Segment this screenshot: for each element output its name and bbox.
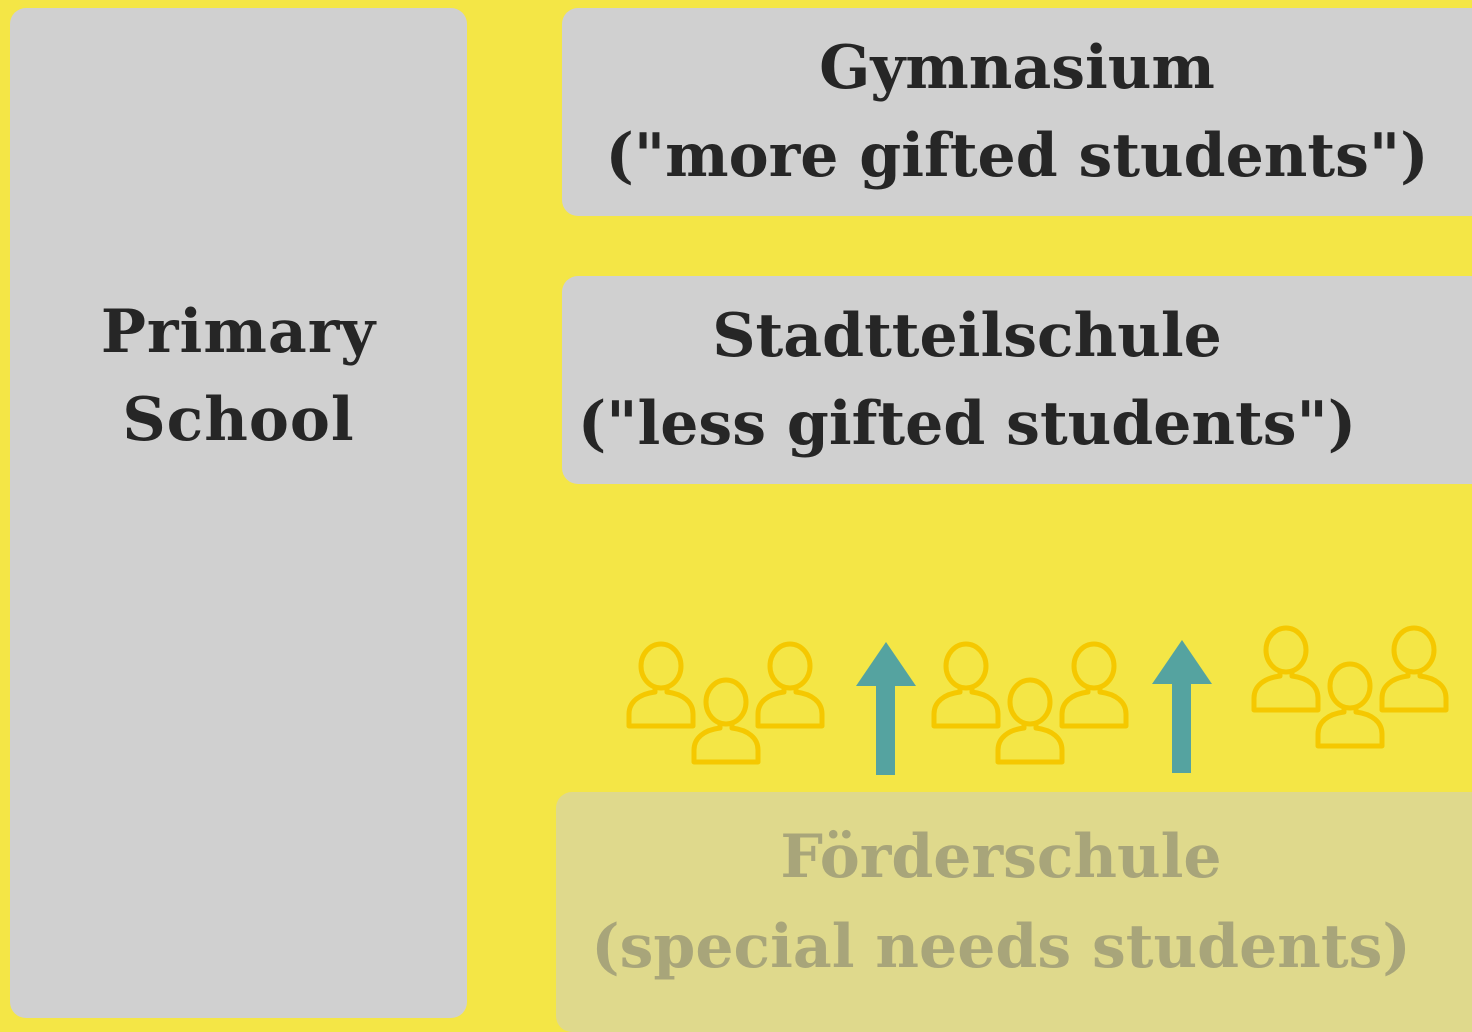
gymnasium-label: Gymnasium [819, 33, 1215, 103]
primary-school-label-line1: Primary [100, 297, 377, 367]
stadtteilschule-box: Stadtteilschule ("less gifted students") [562, 276, 1472, 484]
primary-school-box: Primary School [10, 8, 467, 1018]
stadtteilschule-label: Stadtteilschule [712, 301, 1222, 371]
foerderschule-box: Förderschule (special needs students) [556, 792, 1472, 1032]
foerderschule-label: Förderschule [780, 822, 1222, 892]
people-group-icon [629, 644, 822, 762]
primary-school-label-line2: School [122, 385, 355, 455]
foerderschule-description: (special needs students) [591, 912, 1411, 982]
arrows-and-people-layer [0, 0, 1472, 775]
up-arrow-icon [856, 642, 916, 775]
people-group-icon [934, 644, 1126, 762]
gymnasium-box: Gymnasium ("more gifted students") [562, 8, 1472, 216]
gymnasium-description: ("more gifted students") [605, 121, 1429, 191]
people-group-icon [1254, 628, 1446, 746]
up-arrow-icon [1152, 640, 1212, 773]
stadtteilschule-description: ("less gifted students") [577, 389, 1357, 459]
